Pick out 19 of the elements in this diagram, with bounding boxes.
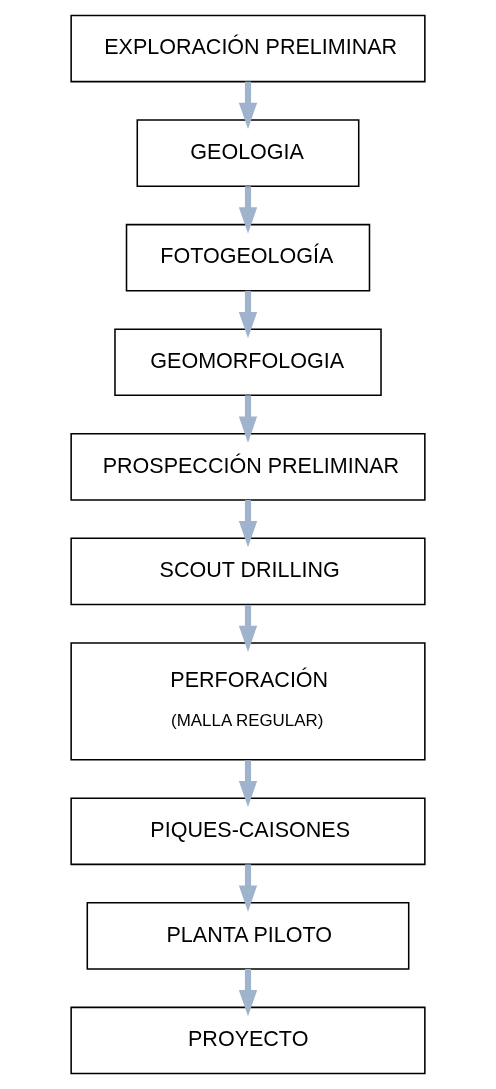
node-box: PROYECTO — [70, 1006, 426, 1075]
node-box: GEOLOGIA — [136, 119, 360, 187]
node-box: SCOUT DRILLING — [70, 537, 426, 606]
node-box: PIQUES-CAISONES — [70, 797, 426, 866]
node-box: PROSPECCIÓN PRELIMINAR — [70, 433, 426, 501]
arrow — [238, 186, 258, 234]
arrow — [238, 81, 258, 129]
arrow — [238, 968, 258, 1017]
node-box: PERFORACIÓN (MALLA REGULAR) — [70, 642, 426, 761]
node-box: GEOMORFOLOGIA — [114, 328, 382, 397]
arrow — [238, 499, 258, 548]
node-box: PLANTA PILOTO — [86, 902, 410, 970]
arrow — [238, 760, 258, 808]
arrow — [238, 604, 258, 652]
node-box: EXPLORACIÓN PRELIMINAR — [70, 14, 426, 83]
arrow — [238, 290, 258, 339]
node-box: FOTOGEOLOGÍA — [125, 223, 371, 292]
arrow — [238, 864, 258, 912]
arrow — [238, 395, 258, 443]
